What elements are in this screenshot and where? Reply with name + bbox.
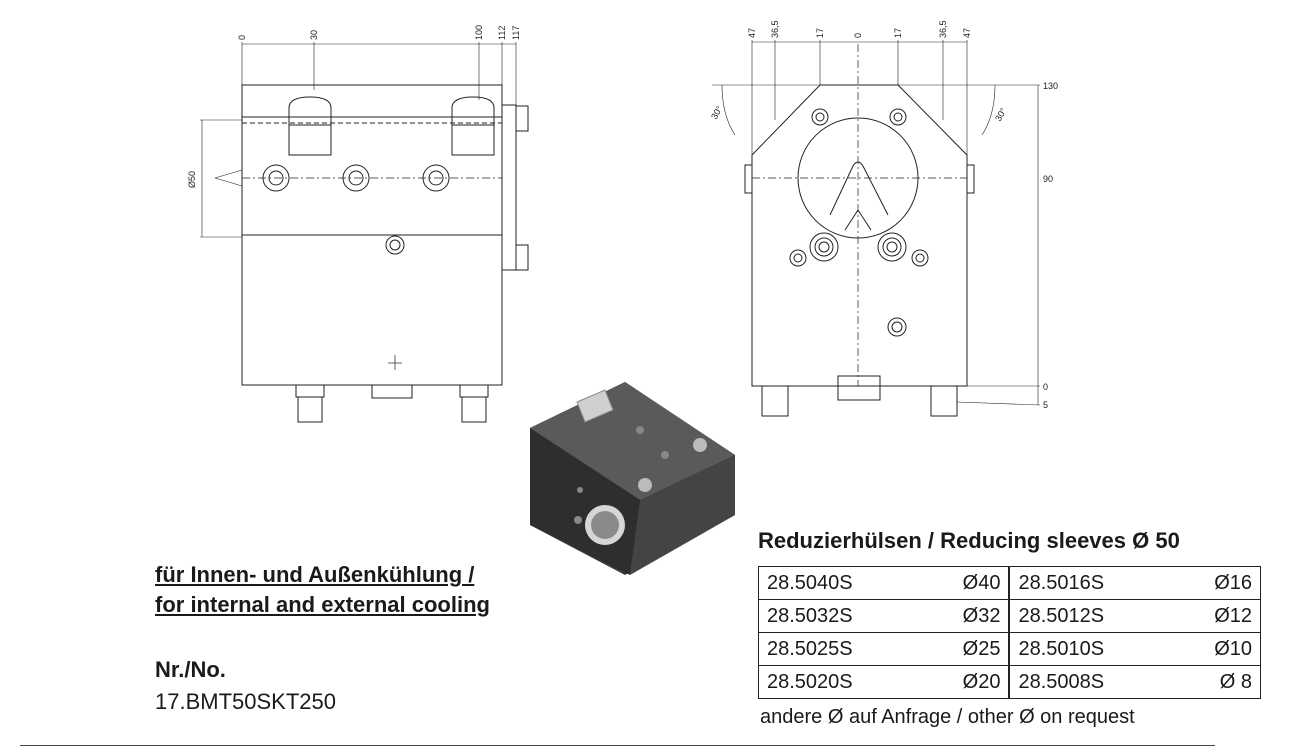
dim-label: 30 bbox=[309, 30, 319, 40]
page-divider bbox=[20, 745, 1215, 746]
table-row: 28.5025S Ø25 28.5010S Ø10 bbox=[757, 632, 1261, 666]
sleeves-note: andere Ø auf Anfrage / other Ø on reques… bbox=[760, 706, 1135, 728]
feature-line-de: für Innen- und Außenkühlung / bbox=[155, 562, 475, 587]
left-view-dimension-texts: 0 30 100 112 117 Ø50 bbox=[187, 25, 521, 188]
sleeve-code: 28.5010S bbox=[1008, 632, 1174, 666]
sleeve-code: 28.5025S bbox=[757, 632, 922, 666]
dim-label: 47 bbox=[962, 28, 972, 38]
dim-label: 17 bbox=[815, 28, 825, 38]
table-row: 28.5032S Ø32 28.5012S Ø12 bbox=[757, 599, 1261, 633]
product-render bbox=[530, 382, 735, 575]
dim-label: 36,5 bbox=[770, 20, 780, 38]
table-row: 28.5020S Ø20 28.5008S Ø 8 bbox=[757, 665, 1261, 699]
dim-label: 0 bbox=[853, 33, 863, 38]
angle-label: 30° bbox=[993, 106, 1009, 123]
product-number: 17.BMT50SKT250 bbox=[155, 689, 336, 714]
sleeve-code: 28.5032S bbox=[757, 599, 922, 633]
diameter-dim-label: Ø50 bbox=[187, 171, 197, 188]
sleeve-code: 28.5020S bbox=[757, 665, 922, 699]
dim-label: 0 bbox=[1043, 382, 1048, 392]
left-view bbox=[200, 42, 529, 423]
dim-label: 112 bbox=[497, 26, 507, 40]
dim-label: 36,5 bbox=[938, 20, 948, 38]
sleeve-code: 28.5040S bbox=[757, 566, 922, 600]
sleeve-diameter: Ø16 bbox=[1173, 566, 1261, 600]
sleeve-diameter: Ø 8 bbox=[1173, 665, 1261, 699]
sleeve-diameter: Ø25 bbox=[921, 632, 1011, 666]
product-number-label: Nr./No. bbox=[155, 657, 226, 682]
sleeve-diameter: Ø20 bbox=[921, 665, 1011, 699]
sleeves-title: Reduzierhülsen / Reducing sleeves Ø 50 bbox=[758, 528, 1180, 553]
angle-label: 30° bbox=[709, 104, 725, 121]
right-view-dimension-texts: 47 36,5 17 0 17 36,5 47 130 90 0 5 30° 3… bbox=[709, 20, 1058, 410]
sleeve-code: 28.5016S bbox=[1008, 566, 1174, 600]
feature-line-en: for internal and external cooling bbox=[155, 592, 490, 617]
right-view bbox=[712, 40, 1041, 417]
sleeve-diameter: Ø32 bbox=[921, 599, 1011, 633]
dim-label: 90 bbox=[1043, 174, 1053, 184]
dim-label: 117 bbox=[511, 26, 521, 40]
sleeve-code: 28.5008S bbox=[1008, 665, 1174, 699]
dim-label: 5 bbox=[1043, 400, 1048, 410]
table-row: 28.5040S Ø40 28.5016S Ø16 bbox=[757, 566, 1261, 600]
dim-label: 100 bbox=[474, 25, 484, 40]
sleeve-diameter: Ø40 bbox=[921, 566, 1011, 600]
dim-label: 130 bbox=[1043, 81, 1058, 91]
sleeve-diameter: Ø10 bbox=[1173, 632, 1261, 666]
sleeve-diameter: Ø12 bbox=[1173, 599, 1261, 633]
dim-label: 47 bbox=[747, 28, 757, 38]
dim-label: 0 bbox=[237, 35, 247, 40]
dim-label: 17 bbox=[893, 28, 903, 38]
cooling-feature-text: für Innen- und Außenkühlung / for intern… bbox=[155, 560, 490, 620]
sleeve-code: 28.5012S bbox=[1008, 599, 1174, 633]
sleeves-table: 28.5040S Ø40 28.5016S Ø16 28.5032S Ø32 2… bbox=[757, 566, 1261, 699]
